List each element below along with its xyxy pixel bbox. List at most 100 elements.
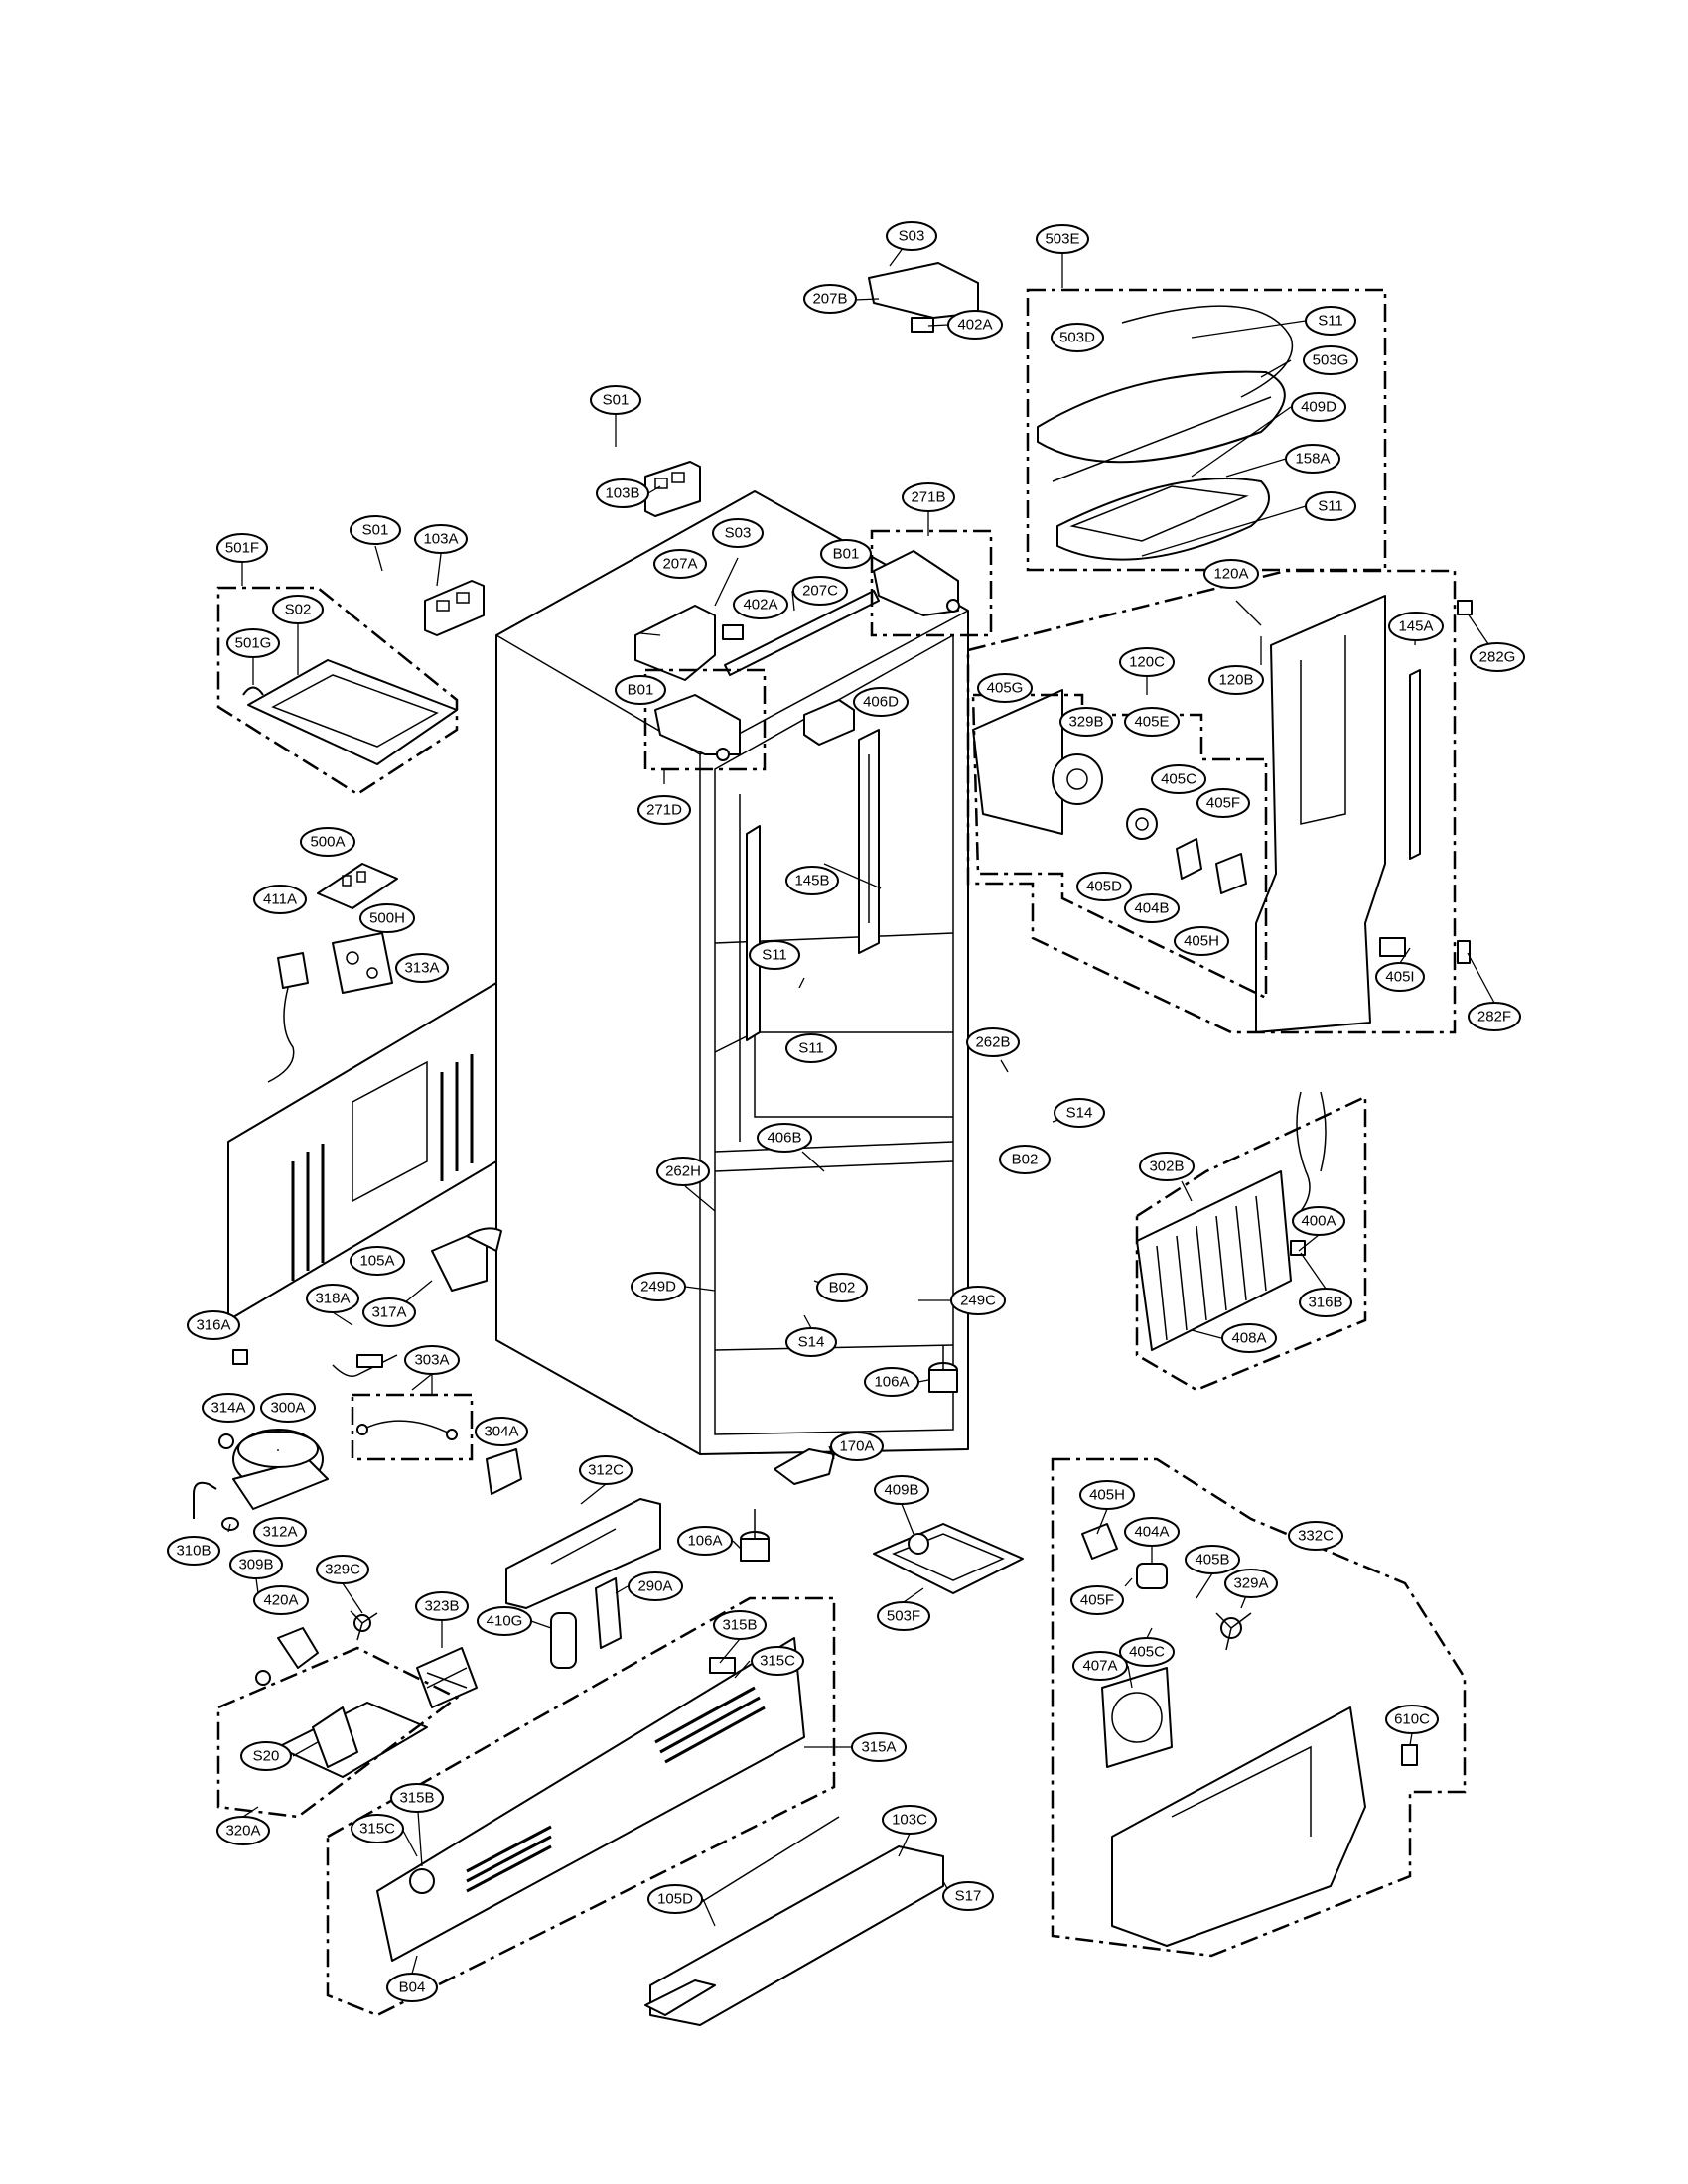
label-120c: 120C bbox=[1119, 647, 1175, 677]
evaporator-302b bbox=[1136, 1170, 1292, 1351]
label-103a: 103A bbox=[414, 524, 468, 554]
svg-text:262B: 262B bbox=[975, 1034, 1010, 1051]
group-outline-303a bbox=[351, 1393, 474, 1461]
label-207b: 207B bbox=[803, 284, 857, 314]
label-315a: 315A bbox=[851, 1732, 907, 1762]
label-411a: 411A bbox=[253, 885, 307, 914]
svg-text:405B: 405B bbox=[1195, 1552, 1229, 1569]
svg-text:503D: 503D bbox=[1059, 330, 1095, 346]
label-317a: 317A bbox=[362, 1297, 416, 1327]
svg-text:402A: 402A bbox=[957, 317, 992, 334]
group-outline-320a bbox=[216, 1646, 460, 1819]
label-501f: 501F bbox=[216, 533, 268, 563]
label-409d: 409D bbox=[1291, 392, 1346, 422]
leader-lines bbox=[227, 235, 1498, 1975]
label-406d: 406D bbox=[853, 687, 909, 717]
interior-rail-left bbox=[746, 825, 761, 1041]
label-249c: 249C bbox=[950, 1286, 1006, 1315]
label-120a: 120A bbox=[1203, 559, 1259, 589]
group-outline-271d bbox=[643, 668, 767, 771]
motor-404a bbox=[1136, 1563, 1168, 1589]
label-500a: 500A bbox=[300, 827, 355, 857]
svg-text:402A: 402A bbox=[743, 597, 777, 614]
svg-text:313A: 313A bbox=[404, 960, 439, 977]
svg-text:411A: 411A bbox=[263, 891, 297, 908]
foot-106a-bottom bbox=[740, 1509, 770, 1562]
svg-text:207A: 207A bbox=[662, 556, 697, 573]
label-503e: 503E bbox=[1036, 224, 1089, 254]
svg-text:300A: 300A bbox=[270, 1400, 305, 1417]
label-408a: 408A bbox=[1221, 1323, 1277, 1353]
label-503g: 503G bbox=[1303, 345, 1358, 375]
svg-text:249D: 249D bbox=[640, 1279, 676, 1296]
bracket-406d bbox=[803, 699, 855, 746]
housing-320a bbox=[277, 1702, 428, 1778]
label-s01-b: S01 bbox=[350, 515, 401, 545]
svg-text:332C: 332C bbox=[1298, 1528, 1334, 1545]
fan-motor-405h bbox=[1081, 1523, 1118, 1560]
svg-text:103C: 103C bbox=[892, 1812, 927, 1829]
label-271d: 271D bbox=[637, 795, 691, 825]
label-s01-a: S01 bbox=[590, 385, 641, 415]
board-500h bbox=[332, 932, 393, 994]
svg-text:404A: 404A bbox=[1134, 1524, 1169, 1541]
svg-text:312A: 312A bbox=[262, 1524, 297, 1541]
svg-text:405H: 405H bbox=[1089, 1487, 1125, 1504]
svg-text:S11: S11 bbox=[1318, 498, 1343, 515]
svg-text:282G: 282G bbox=[1479, 649, 1516, 666]
label-318a: 318A bbox=[306, 1284, 359, 1313]
group-outline-332c bbox=[1051, 1457, 1467, 1958]
svg-text:329B: 329B bbox=[1068, 714, 1103, 731]
rail-207c bbox=[724, 590, 880, 676]
svg-text:503G: 503G bbox=[1313, 352, 1349, 369]
part-170a bbox=[774, 1448, 835, 1485]
part-290a bbox=[595, 1577, 622, 1649]
part-610c bbox=[1401, 1744, 1418, 1766]
label-501g: 501G bbox=[226, 628, 280, 658]
label-103b: 103B bbox=[596, 478, 649, 508]
label-320a: 320A bbox=[216, 1816, 270, 1845]
label-271b: 271B bbox=[902, 482, 955, 512]
label-282f: 282F bbox=[1468, 1002, 1521, 1031]
label-405b: 405B bbox=[1185, 1545, 1240, 1574]
label-400a: 400A bbox=[1292, 1206, 1345, 1236]
label-145b: 145B bbox=[785, 866, 839, 895]
label-315c-a: 315C bbox=[751, 1646, 804, 1676]
svg-text:501F: 501F bbox=[225, 540, 259, 557]
svg-text:501G: 501G bbox=[235, 635, 272, 652]
svg-text:610C: 610C bbox=[1394, 1711, 1430, 1728]
label-290a: 290A bbox=[628, 1571, 683, 1601]
label-500h: 500H bbox=[359, 903, 415, 933]
part-316b bbox=[1290, 1240, 1306, 1256]
svg-text:S14: S14 bbox=[1066, 1105, 1093, 1122]
label-103c: 103C bbox=[882, 1805, 937, 1835]
svg-text:S03: S03 bbox=[899, 228, 925, 245]
svg-text:404B: 404B bbox=[1134, 900, 1169, 917]
svg-text:B01: B01 bbox=[628, 682, 654, 699]
part-282g bbox=[1457, 600, 1473, 615]
fan-329c bbox=[350, 1610, 378, 1641]
label-262b: 262B bbox=[966, 1027, 1020, 1057]
label-332c: 332C bbox=[1288, 1521, 1343, 1551]
label-282g: 282G bbox=[1470, 642, 1525, 672]
label-106a-b: 106A bbox=[677, 1526, 733, 1556]
svg-text:304A: 304A bbox=[484, 1424, 518, 1440]
svg-text:314A: 314A bbox=[211, 1400, 245, 1417]
label-105a: 105A bbox=[350, 1246, 405, 1276]
group-outline-501f bbox=[216, 586, 459, 796]
svg-text:170A: 170A bbox=[839, 1438, 874, 1455]
svg-text:320A: 320A bbox=[225, 1823, 260, 1840]
svg-text:317A: 317A bbox=[371, 1304, 406, 1321]
label-503f: 503F bbox=[877, 1601, 930, 1631]
label-b04: B04 bbox=[386, 1973, 438, 2002]
svg-text:106A: 106A bbox=[874, 1374, 909, 1391]
svg-text:120B: 120B bbox=[1218, 672, 1253, 689]
hinge-271d bbox=[654, 694, 741, 761]
label-329c: 329C bbox=[316, 1555, 369, 1584]
grille-103c bbox=[649, 1816, 944, 2026]
label-b02-a: B02 bbox=[999, 1145, 1051, 1174]
svg-text:315B: 315B bbox=[399, 1790, 434, 1807]
label-503d: 503D bbox=[1051, 323, 1104, 352]
svg-text:316B: 316B bbox=[1308, 1295, 1342, 1311]
